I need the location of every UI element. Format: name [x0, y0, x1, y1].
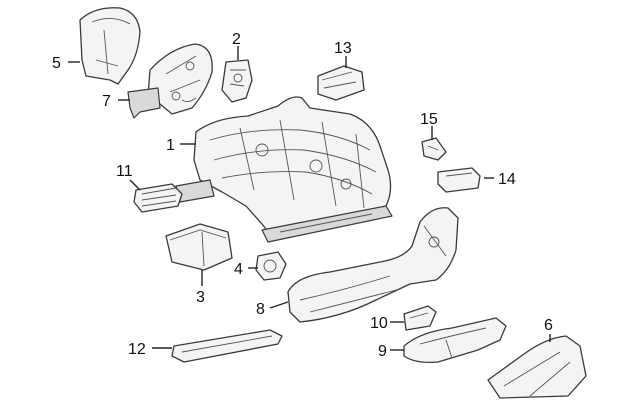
part-1-seat-frame: [175, 96, 393, 243]
callout-7: 7: [102, 93, 111, 110]
part-8-side-trim: [287, 207, 459, 323]
callout-9: 9: [378, 343, 387, 360]
part-12-rail-cover: [171, 329, 283, 363]
part-3-control-module: [165, 223, 233, 271]
part-4-motor: [255, 251, 287, 281]
callout-1: 1: [166, 137, 175, 154]
part-14-switch: [437, 167, 481, 193]
part-11-switch-module: [133, 183, 183, 213]
callout-2: 2: [232, 31, 241, 48]
part-7-recliner-cover: [127, 43, 213, 119]
leader-lines: [68, 46, 551, 351]
part-6-trim-cover: [487, 335, 587, 399]
part-10-small-bracket: [403, 305, 437, 331]
part-9-side-cover: [403, 317, 507, 364]
part-5-side-shield: [79, 7, 141, 85]
part-13-connector: [317, 65, 365, 101]
callout-5: 5: [52, 55, 61, 72]
part-15-clip: [421, 137, 447, 161]
callout-11: 11: [116, 163, 133, 180]
callout-14: 14: [498, 171, 516, 188]
callout-15: 15: [420, 111, 438, 128]
part-2-bracket: [221, 59, 253, 103]
callout-3: 3: [196, 289, 205, 306]
callout-10: 10: [370, 315, 388, 332]
callout-6: 6: [544, 317, 553, 334]
callout-12: 12: [128, 341, 146, 358]
callout-13: 13: [334, 40, 352, 57]
callout-8: 8: [256, 301, 265, 318]
callout-labels: 5 7 2 13 1 15 14 11 3 4 8 10 9 6 12: [52, 31, 553, 360]
callout-4: 4: [234, 261, 243, 278]
